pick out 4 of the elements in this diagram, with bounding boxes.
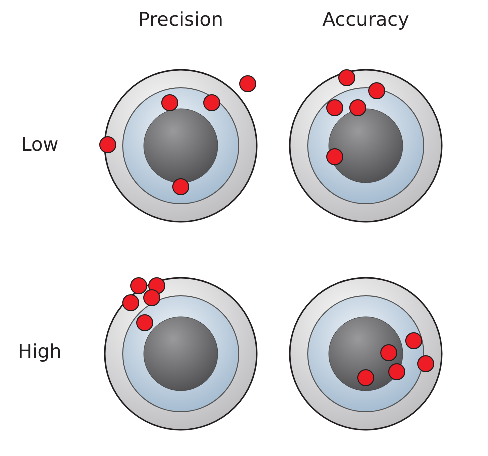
row-heading: High — [18, 341, 62, 363]
row-heading: Low — [21, 134, 59, 156]
column-heading: Precision — [138, 9, 224, 31]
column-heading: Accuracy — [322, 9, 410, 31]
